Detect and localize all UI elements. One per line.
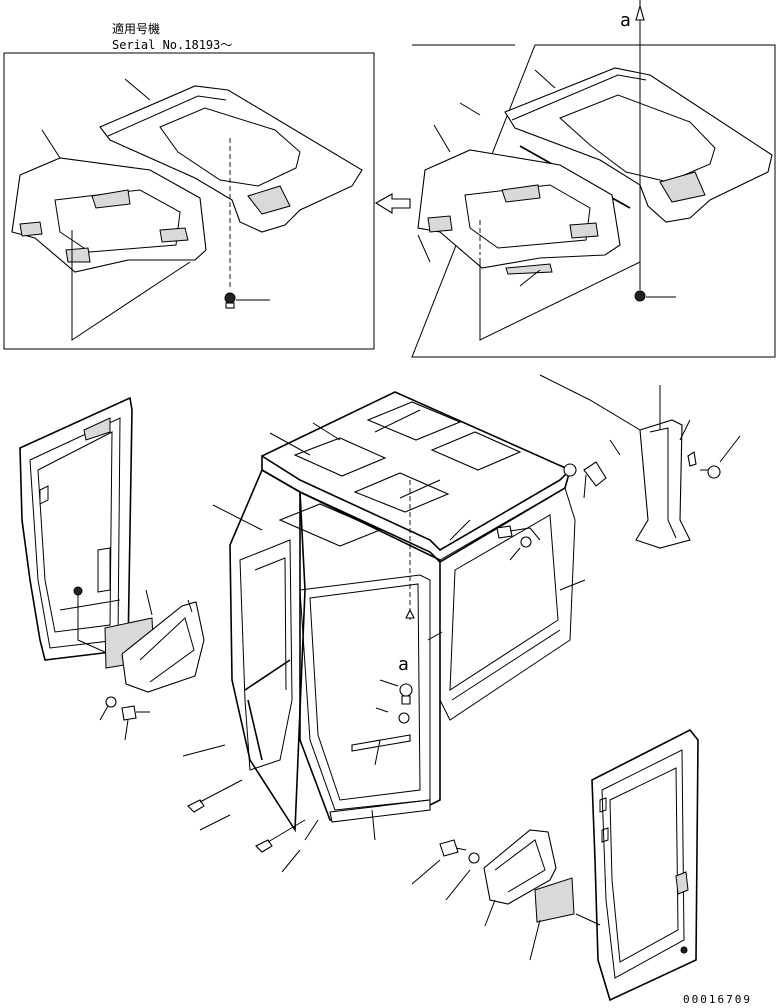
- view-marker-top: a: [620, 10, 631, 31]
- left-door: [19, 396, 146, 671]
- inset-frame-left: [3, 52, 375, 350]
- rear-liner-left: [11, 157, 207, 273]
- pillar-clip: [687, 451, 697, 467]
- roof-mat-1: [366, 401, 462, 441]
- left-door-outline: [19, 396, 133, 661]
- bolt-lower-left-2: [255, 839, 273, 853]
- bolt-right-inset: [634, 290, 646, 302]
- cab-roof: [260, 391, 572, 552]
- right-pillar-cover: [635, 385, 741, 549]
- applicable-model-label: 適用号機: [112, 21, 160, 36]
- washer-right-upper: [520, 536, 532, 548]
- ceiling-panel-right: [504, 67, 773, 223]
- right-door-latch: [680, 946, 688, 954]
- serial-number-label: Serial No.18193～: [112, 38, 232, 52]
- transition-arrow: [374, 193, 411, 214]
- cab-assembly: [182, 374, 641, 873]
- drawing-number: 00016709: [683, 993, 752, 1006]
- bolt-lower-left-1: [187, 799, 205, 813]
- nut-right: [563, 463, 577, 477]
- roof-mat-4: [353, 472, 450, 513]
- left-door-latch: [73, 586, 83, 596]
- ceiling-vent-left: [247, 185, 291, 215]
- right-plate: [534, 877, 575, 923]
- hinge-bracket: [583, 461, 607, 487]
- right-washer: [468, 852, 480, 864]
- left-bolt: [121, 705, 137, 721]
- roof-liner-inset-new: [3, 52, 375, 350]
- bolt-left-inset: [224, 292, 236, 304]
- view-marker-mid: a: [398, 654, 409, 675]
- right-door: [591, 728, 699, 1002]
- right-bolt: [439, 839, 459, 857]
- inset-frame-right: [411, 44, 776, 358]
- roof-mat-2: [430, 431, 522, 471]
- cab-side-frame: [439, 487, 576, 721]
- washer-front: [398, 712, 410, 724]
- pillar-screw: [707, 465, 721, 479]
- grab-handle: [351, 734, 411, 752]
- roof-liner-inset-old: [411, 0, 776, 358]
- right-door-outline: [591, 728, 699, 1002]
- bolt-right-upper: [496, 525, 513, 539]
- left-step-cover: [121, 601, 205, 693]
- bolt-front: [399, 683, 413, 697]
- ceiling-panel-left: [99, 85, 363, 233]
- roof-mat-3: [293, 437, 387, 477]
- left-washer: [105, 696, 117, 708]
